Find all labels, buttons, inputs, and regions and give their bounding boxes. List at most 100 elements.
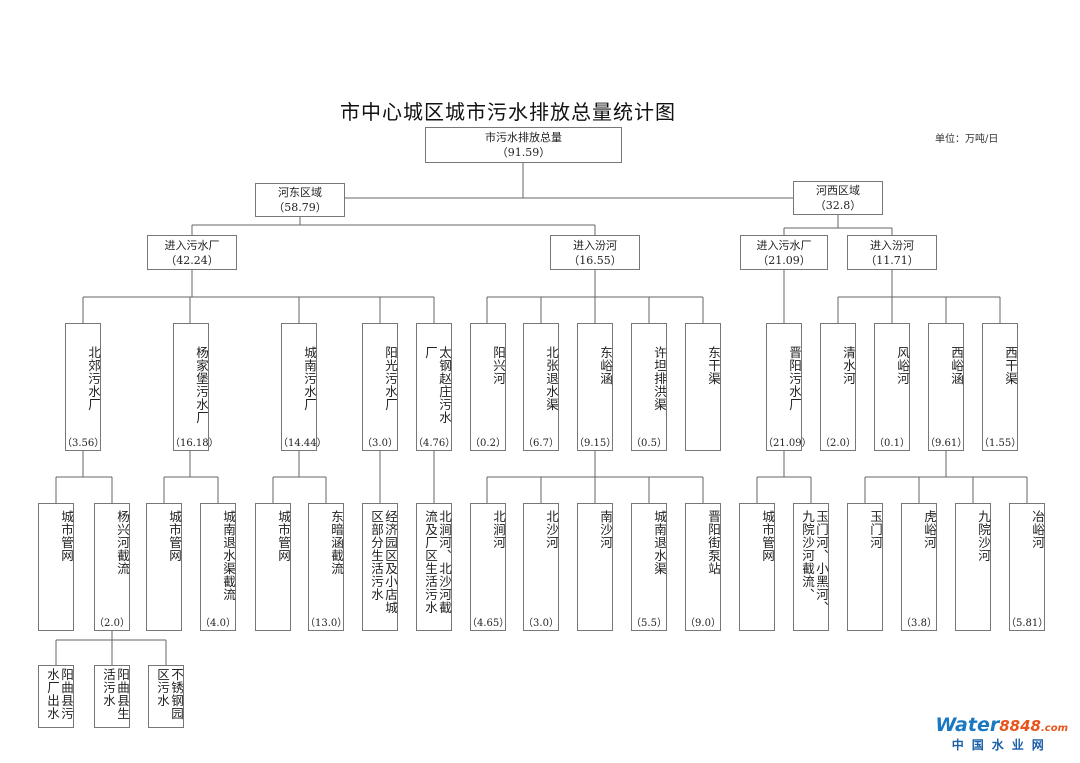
node-value: （0.5） xyxy=(631,438,667,449)
node-label: 城南退水渠 xyxy=(652,510,667,575)
watermark-logo: Water8848.com 中国水业网 xyxy=(935,714,1068,752)
node-value: （4.76） xyxy=(413,438,456,449)
node-label: 玉门河、小黑河、九院沙河截流、 xyxy=(800,510,829,614)
node-label: 城南退水渠截流 xyxy=(221,510,236,601)
node-label: 东峪涵 xyxy=(598,346,613,385)
node-value: （0.1） xyxy=(874,438,910,449)
node-value: （4.65） xyxy=(467,618,510,629)
node-value: （1.55） xyxy=(979,438,1022,449)
node-value: （9.61） xyxy=(925,438,968,449)
node-value: （5.81） xyxy=(1006,618,1049,629)
node-label: 西峪涵 xyxy=(949,346,964,385)
node-label: 风峪河 xyxy=(895,346,910,385)
chart-title: 市中心城区城市污水排放总量统计图 xyxy=(340,100,676,124)
node-label: 城市管网 xyxy=(167,510,182,562)
node-label: 许坦排洪渠 xyxy=(652,346,667,411)
node-label: 西干渠 xyxy=(1003,346,1018,385)
node-label: 北郊污水厂 xyxy=(86,346,101,411)
node-value: （21.09） xyxy=(763,438,812,449)
node-jingji: 经济园区及小店城区部分生活污水 xyxy=(362,503,398,631)
node-label: 晋阳污水厂 xyxy=(787,346,802,411)
unit-label: 单位：万吨/日 xyxy=(935,134,999,145)
node-value: （13.0） xyxy=(305,618,348,629)
node-label: 城市管网 xyxy=(760,510,775,562)
node-value: （91.59） xyxy=(496,146,551,159)
node-value: （0.2） xyxy=(470,438,506,449)
node-value: （11.71） xyxy=(865,253,919,267)
node-dongyuhan: 东峪涵 （9.15） xyxy=(574,323,617,451)
node-hedong: 河东区域 （58.79） xyxy=(255,183,345,217)
node-beisha: 北沙河 （3.0） xyxy=(523,503,559,631)
node-label: 九院沙河 xyxy=(976,510,991,562)
node-label: 玉门河 xyxy=(868,510,883,549)
node-xiyuhan: 西峪涵 （9.61） xyxy=(925,323,968,451)
node-value: （2.0） xyxy=(94,618,130,629)
node-yangjiabao: 杨家堡污水厂（16.18） xyxy=(170,323,219,451)
node-label: 晋阳街泵站 xyxy=(706,510,721,575)
node-value: （58.79） xyxy=(273,201,327,214)
node-label: 太钢赵庄污水厂 xyxy=(423,346,452,424)
node-value: （3.0） xyxy=(362,438,398,449)
node-dongan: 东暗涵截流（13.0） xyxy=(305,503,348,631)
node-xutan: 许坦排洪渠 （0.5） xyxy=(631,323,667,451)
node-beijian: 北涧河 （4.65） xyxy=(467,503,510,631)
node-jy-pump: 晋阳街泵站 （9.0） xyxy=(685,503,721,631)
node-label: 阳兴河 xyxy=(491,346,506,385)
node-jy-net: 城市管网 xyxy=(739,503,775,631)
node-label: 北沙河 xyxy=(544,510,559,549)
node-label: 北涧河 xyxy=(491,510,506,549)
node-root: 市污水排放总量（91.59） xyxy=(425,127,622,163)
node-label: 杨兴河截流 xyxy=(115,510,130,575)
node-label: 城市管网 xyxy=(276,510,291,562)
node-value: （5.5） xyxy=(631,618,667,629)
node-hexi: 河西区域 （32.8） xyxy=(793,181,883,215)
node-label: 城市管网 xyxy=(59,510,74,562)
node-value: （32.8） xyxy=(814,199,862,212)
node-beijiao: 北郊污水厂（3.56） xyxy=(62,323,104,451)
node-value: （3.8） xyxy=(901,618,937,629)
node-beizhang: 北张退水渠（6.7） xyxy=(523,323,559,451)
node-value: （14.44） xyxy=(278,438,327,449)
node-value: （9.15） xyxy=(574,438,617,449)
node-yq-plant: 阳曲县污水厂出水 xyxy=(38,665,74,728)
node-taigang: 太钢赵庄污水厂 （4.76） xyxy=(413,323,456,451)
node-label: 进入污水厂 xyxy=(756,238,812,252)
node-hx-fen: 进入汾河（11.71） xyxy=(847,235,937,270)
node-label: 河西区域 xyxy=(816,184,860,197)
node-value: （42.24） xyxy=(165,253,219,267)
node-label: 进入汾河 xyxy=(870,238,914,252)
node-value: （21.09） xyxy=(757,253,811,267)
node-label: 经济园区及小店城区部分生活污水 xyxy=(369,510,398,614)
node-yjb-net: 城市管网 xyxy=(146,503,182,631)
node-value: （2.0） xyxy=(820,438,856,449)
node-label: 城南污水厂 xyxy=(302,346,317,411)
node-dongganqu: 东干渠 xyxy=(685,323,721,451)
node-bj-net: 城市管网 xyxy=(38,503,74,631)
node-cn-net: 城市管网 xyxy=(255,503,291,631)
node-chengnan: 城南污水厂 （14.44） xyxy=(278,323,327,451)
node-value: （16.55） xyxy=(568,253,622,267)
node-value: （6.7） xyxy=(523,438,559,449)
node-label: 东干渠 xyxy=(706,346,721,385)
node-label: 河东区域 xyxy=(278,186,322,199)
node-hd-plant: 进入污水厂（42.24） xyxy=(147,235,237,270)
node-cn-tuishuiqu: 城南退水渠 （5.5） xyxy=(631,503,667,631)
node-yangxinghe: 杨兴河截流 （2.0） xyxy=(94,503,130,631)
node-value: （4.0） xyxy=(200,618,236,629)
node-qingshui: 清水河 （2.0） xyxy=(820,323,856,451)
node-hd-fen: 进入汾河（16.55） xyxy=(550,235,640,270)
node-buxiu: 不锈钢园区污水 xyxy=(148,665,184,728)
node-label: 进入污水厂 xyxy=(164,238,220,252)
node-label: 清水河 xyxy=(841,346,856,385)
node-label: 北涧河、北沙河截流及厂区生活污水 xyxy=(423,510,452,614)
node-nansha: 南沙河 xyxy=(577,503,613,631)
node-label: 进入汾河 xyxy=(573,238,617,252)
node-label: 阳曲县污水厂出水 xyxy=(45,668,74,720)
node-jiuyuan: 九院沙河 xyxy=(955,503,991,631)
node-jinyang: 晋阳污水厂 （21.09） xyxy=(763,323,812,451)
node-label: 阳光污水厂 xyxy=(383,346,398,411)
node-value: （3.0） xyxy=(523,618,559,629)
node-value: （9.0） xyxy=(685,618,721,629)
node-label: 虎峪河 xyxy=(922,510,937,549)
